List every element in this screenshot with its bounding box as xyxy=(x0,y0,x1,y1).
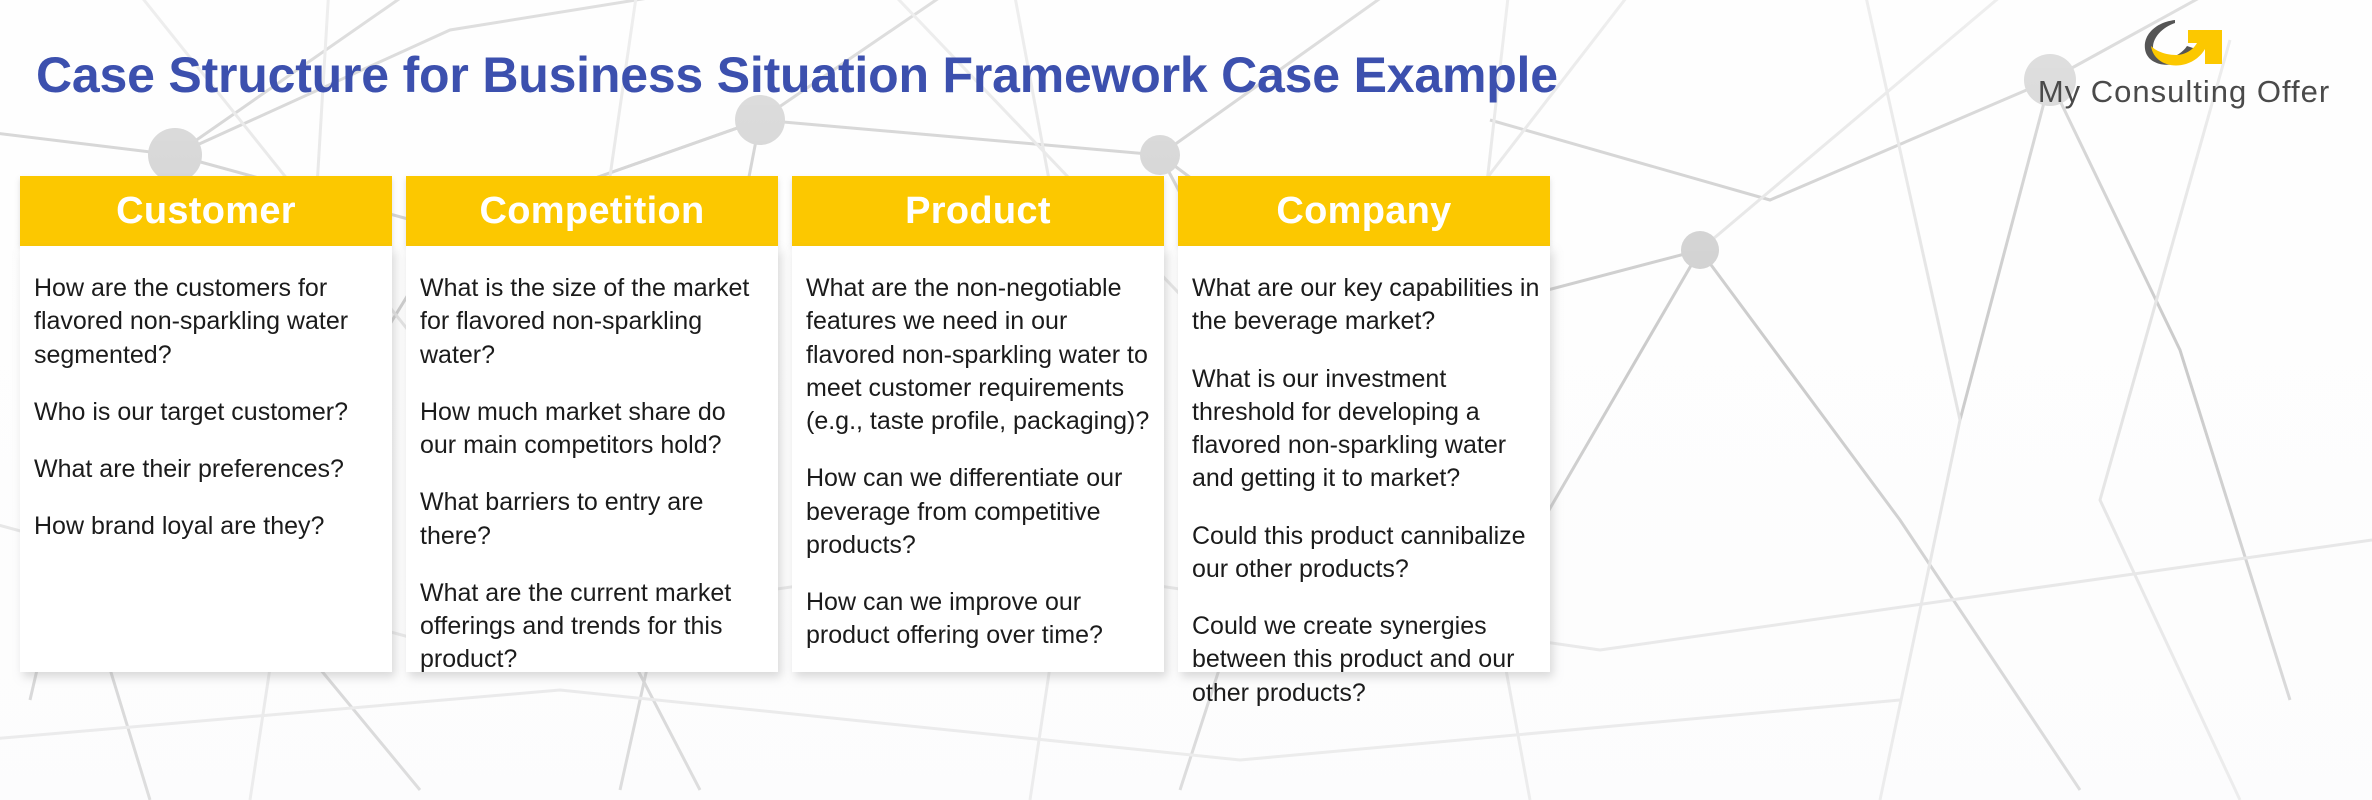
question-item: Could we create synergies between this p… xyxy=(1192,612,1515,707)
framework-column-competition: Competition What is the size of the mark… xyxy=(406,176,778,673)
question-item: Could this product cannibalize our other… xyxy=(1192,521,1526,583)
column-header-label: Customer xyxy=(116,190,296,232)
question-item: How much market share do our main compet… xyxy=(420,397,726,459)
column-body-customer: How are the customers for flavored non-s… xyxy=(20,246,392,672)
question-item: What barriers to entry are there? xyxy=(420,488,704,550)
framework-column-customer: Customer How are the customers for flavo… xyxy=(20,176,392,672)
question-item: What are the non-negotiable features we … xyxy=(806,274,1150,435)
column-header-label: Company xyxy=(1276,190,1452,232)
question-item: How are the customers for flavored non-s… xyxy=(34,274,349,369)
question-item: Who is our target customer? xyxy=(34,397,349,426)
column-header-competition: Competition xyxy=(406,176,778,246)
column-body-company: What are our key capabilities in the bev… xyxy=(1178,246,1550,707)
column-header-customer: Customer xyxy=(20,176,392,246)
question-item: What are their preferences? xyxy=(34,455,344,483)
column-header-company: Company xyxy=(1178,176,1550,246)
question-item: What are the current market offerings an… xyxy=(420,578,732,674)
column-header-label: Competition xyxy=(479,190,705,232)
page-title: Case Structure for Business Situation Fr… xyxy=(36,47,1558,103)
column-header-label: Product xyxy=(905,190,1051,232)
column-header-product: Product xyxy=(792,176,1164,246)
question-item: How can we differentiate our beverage fr… xyxy=(806,464,1123,559)
question-item: How brand loyal are they? xyxy=(34,512,325,541)
framework-columns: Customer How are the customers for flavo… xyxy=(0,176,2372,707)
question-item: How can we improve our product offering … xyxy=(806,588,1103,650)
question-item: What is the size of the market for flavo… xyxy=(420,274,750,369)
slide-header: Case Structure for Business Situation Fr… xyxy=(0,0,2372,175)
swoosh-arrow-logo-icon xyxy=(2144,20,2222,66)
framework-column-company: Company What are our key capabilities in… xyxy=(1178,176,1550,707)
framework-column-product: Product What are the non-negotiable feat… xyxy=(792,176,1164,672)
question-item: What is our investment threshold for dev… xyxy=(1192,364,1507,493)
brand-logo: My Consulting Offer xyxy=(2024,16,2344,116)
column-body-competition: What is the size of the market for flavo… xyxy=(406,246,778,673)
column-body-product: What are the non-negotiable features we … xyxy=(792,246,1164,672)
question-item: What are our key capabilities in the bev… xyxy=(1192,274,1540,336)
brand-logo-text: My Consulting Offer xyxy=(2037,74,2331,109)
